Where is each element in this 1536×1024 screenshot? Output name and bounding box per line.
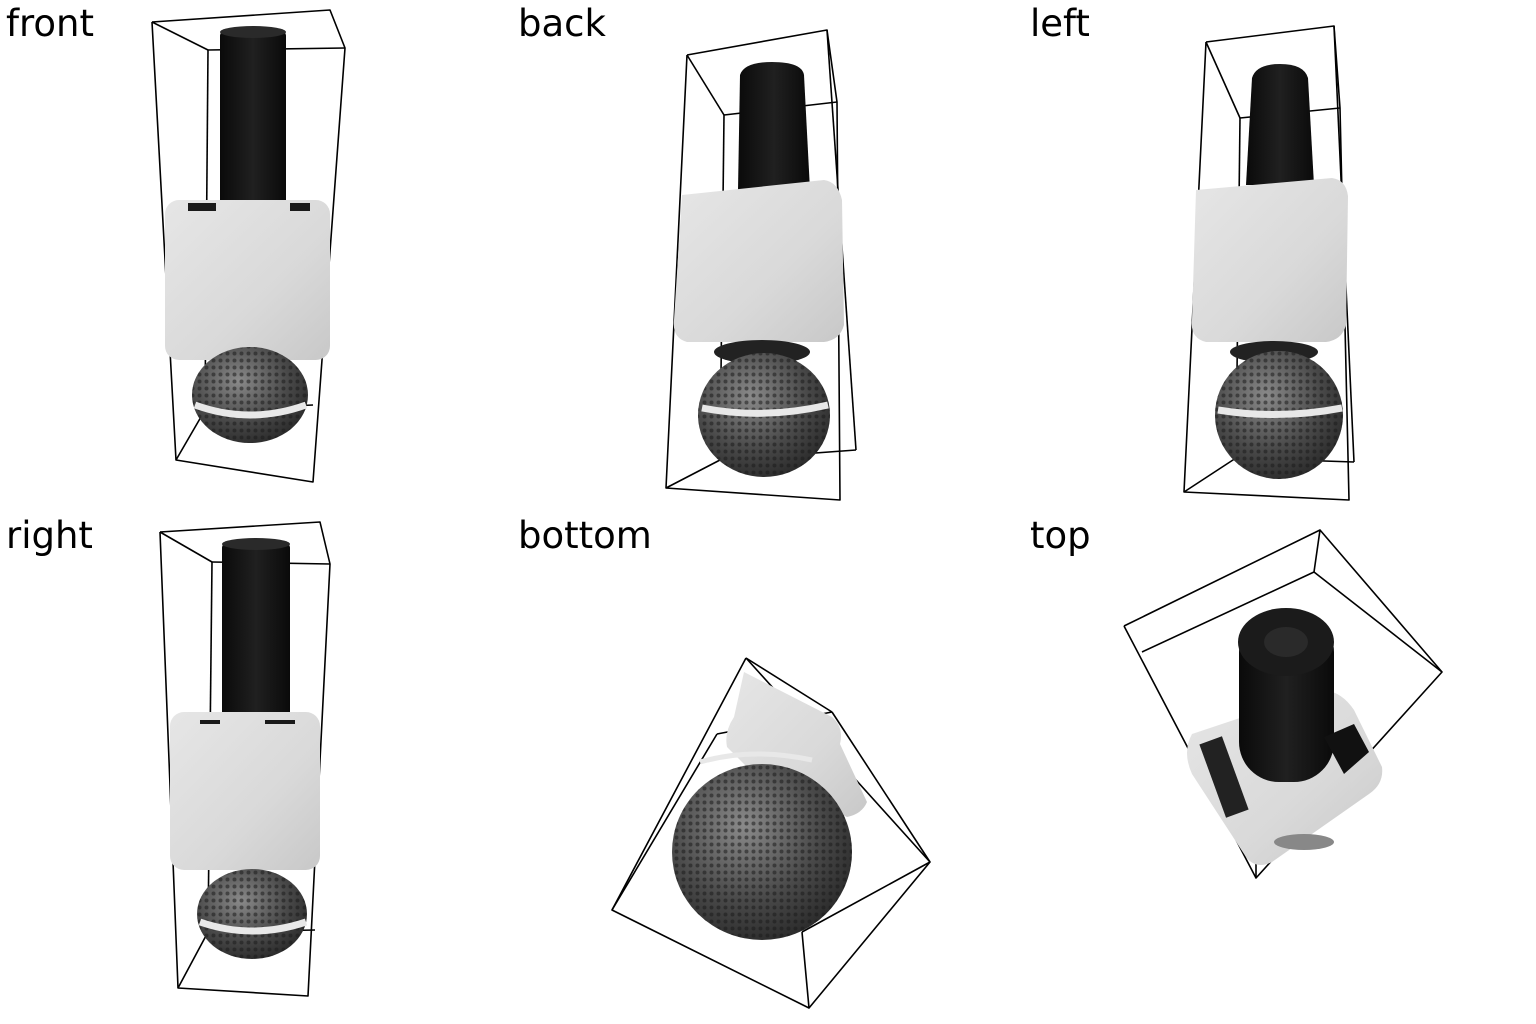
bottom-render [611,657,931,1009]
view-bottom: bottom [512,512,1024,1024]
body-block [170,712,320,870]
right-render [159,521,331,997]
view-label: back [518,2,606,45]
view-front: front [0,0,512,512]
top-render [1123,529,1443,879]
view-left: left [1024,0,1536,512]
view-label: right [6,514,93,557]
body-block [673,180,844,342]
handle [220,30,286,212]
handle [738,62,810,190]
left-render [1183,25,1355,501]
front-render [151,9,346,483]
body-block [726,672,867,817]
view-label: top [1030,514,1091,557]
view-label: front [6,2,95,45]
handle [1246,64,1314,185]
body-block [165,200,330,360]
view-label: left [1030,2,1090,45]
handle [222,542,290,722]
view-right: right [0,512,512,1024]
view-back: back [512,0,1024,512]
back-render [665,29,857,501]
view-top: top [1024,512,1536,1024]
body-block [1191,178,1348,342]
view-label: bottom [518,514,652,557]
